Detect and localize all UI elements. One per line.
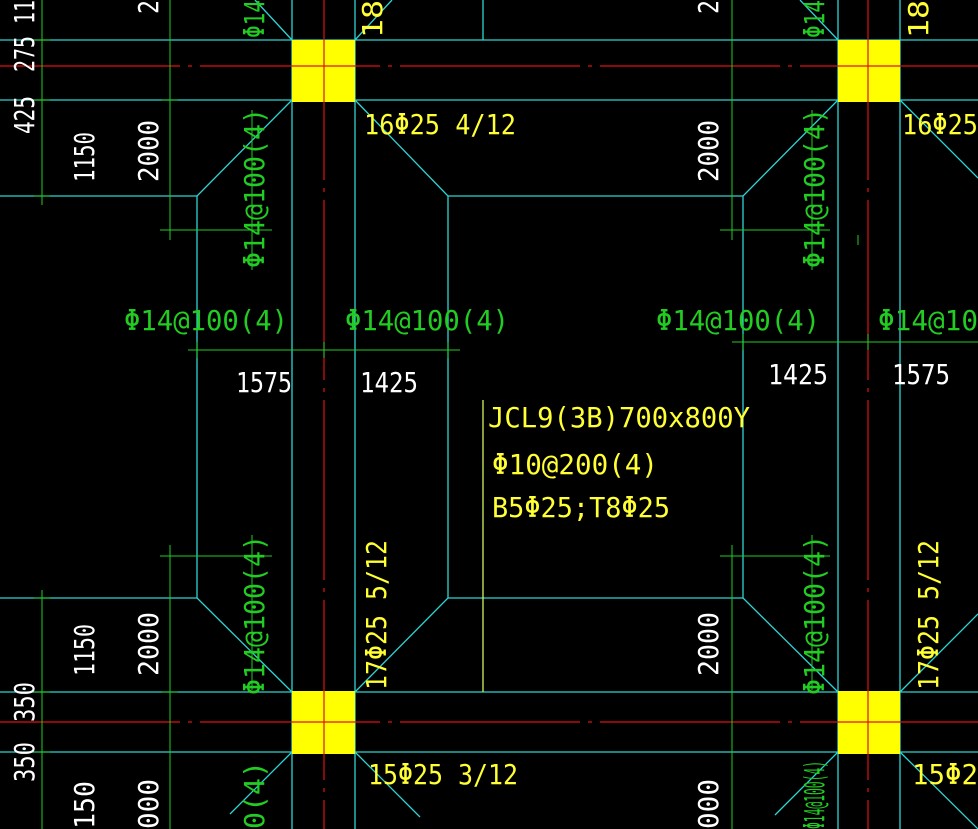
haunch-outline-top — [254, 0, 293, 41]
dimension-text-vertical: 150 — [68, 781, 101, 829]
haunch-outline-center-right — [742, 99, 839, 693]
dimension-text-vertical: 11 — [8, 0, 41, 24]
dimension-text-vertical: 2000 — [132, 120, 165, 182]
dimension-text: 1425 — [768, 358, 828, 391]
dimension-text-vertical: 2 — [692, 0, 725, 14]
beam-label-line3: B5Φ25;T8Φ25 — [492, 491, 670, 524]
stirrup-label-vertical: Φ14@100(4) — [798, 761, 831, 829]
rebar-label-bottom-right: 15Φ2 — [912, 758, 978, 791]
haunch-outline-top — [354, 0, 393, 41]
haunch-outline-right — [899, 99, 978, 179]
dimension-text: 1575 — [892, 358, 950, 391]
haunch-outline-bottom — [354, 751, 421, 818]
dimension-text-vertical: 2 — [132, 0, 165, 14]
haunch-outline-right — [899, 751, 978, 829]
stirrup-label-vertical: Φ14@100(4) — [238, 535, 271, 695]
dimension-text: 1425 — [360, 366, 418, 399]
dimension-text-vertical: 2000 — [132, 612, 165, 676]
dimension-text-vertical: 2000 — [692, 120, 725, 182]
stirrup-label-vertical: Φ14 — [798, 0, 831, 38]
column — [838, 40, 900, 102]
stirrup-label-vertical: Φ14@100(4) — [798, 108, 831, 268]
haunch-outline-top — [799, 0, 839, 41]
dimension-text-vertical: 2000 — [692, 612, 725, 676]
stirrup-label-vertical: Φ14@100(4) — [798, 535, 831, 695]
dimension-text-vertical: 350 — [8, 742, 41, 782]
rebar-label-top-partial: 18 — [902, 0, 935, 38]
stirrup-label: Φ14@10 — [878, 304, 978, 337]
stirrup-label: Φ14@100(4) — [345, 304, 509, 337]
beam-label-line1: JCL9(3B)700x800Y — [488, 401, 750, 434]
rebar-label-left-vertical: 17Φ25 5/12 — [360, 540, 393, 690]
columns — [292, 40, 900, 754]
haunch-outline-center-left — [354, 99, 449, 693]
dimension-text: 1575 — [236, 366, 292, 399]
stirrup-label-vertical: 0(4) — [238, 761, 271, 829]
rebar-label-bottom-left: 15Φ25 3/12 — [368, 758, 518, 791]
dimension-text-vertical: 350 — [8, 682, 41, 722]
stirrup-label-vertical: Φ14@100(4) — [238, 108, 271, 268]
dimension-text-vertical: 000 — [132, 779, 165, 829]
beam-label-line2: Φ10@200(4) — [492, 448, 658, 481]
dimension-text-vertical: 275 — [8, 36, 41, 72]
stirrup-label: Φ14@100(4) — [656, 304, 820, 337]
stirrup-label-vertical: Φ14 — [238, 0, 271, 38]
dimension-text-vertical: 1150 — [68, 624, 101, 676]
dimension-text-vertical: 425 — [8, 96, 41, 134]
rebar-label-right-vertical: 17Φ25 5/12 — [912, 540, 945, 690]
dimension-lines — [34, 0, 978, 829]
haunch-outline-right — [899, 613, 978, 693]
rebar-label-top-left: 16Φ25 4/12 — [364, 108, 516, 141]
dimension-text-vertical: 1150 — [68, 132, 101, 182]
dimension-text-vertical: 000 — [692, 779, 725, 829]
haunch-outline-left — [196, 99, 293, 693]
haunch-outline-bottom — [229, 751, 293, 815]
rebar-label-top-right: 16Φ25 — [902, 108, 978, 141]
haunch-outline-bottom — [774, 751, 839, 816]
rebar-label-top-partial: 18 — [356, 0, 389, 38]
stirrup-label: Φ14@100(4) — [124, 304, 288, 337]
